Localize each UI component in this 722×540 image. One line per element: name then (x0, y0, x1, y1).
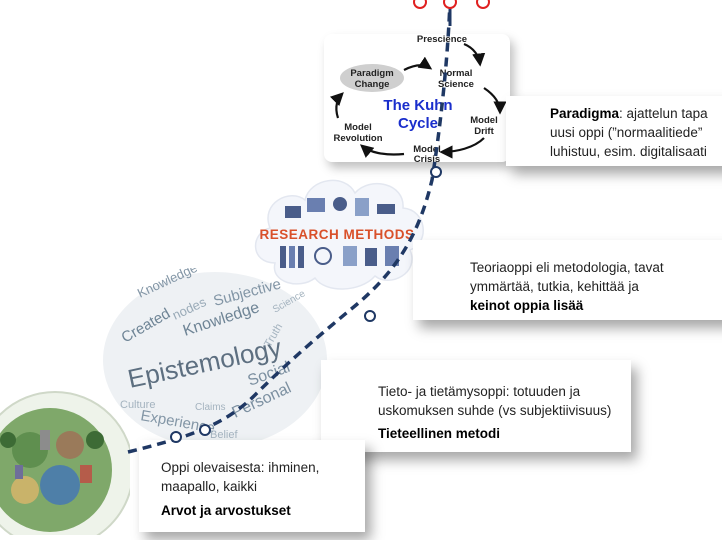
tieto-line2: uskomuksen suhde (vs subjektiivisuus) (378, 403, 612, 418)
card-oppi: Oppi olevaisesta: ihminen, maapallo, kai… (139, 440, 365, 532)
teoriaoppi-line3: keinot oppia lisää (470, 298, 584, 313)
teoriaoppi-line2: ymmärtää, tutkia, kehittää ja (470, 279, 639, 294)
research-methods-label: RESEARCH METHODS (259, 227, 414, 242)
paradigm-line3: luhistuu, esim. digitalisaati (550, 144, 707, 159)
tieto-line1: Tieto- ja tietämysoppi: totuuden ja (378, 384, 581, 399)
kuhn-title-1: The Kuhn (383, 97, 452, 114)
teoriaoppi-line1: Teoriaoppi eli metodologia, tavat (470, 260, 664, 275)
paradigm-line2: uusi oppi (”normaalitiede” (550, 125, 703, 140)
path-node (364, 310, 376, 322)
kuhn-paradigm-change-1: Paradigm (350, 68, 393, 79)
kuhn-model-drift-2: Drift (474, 126, 494, 137)
paradigm-line1: : ajattelun tapa (619, 106, 708, 121)
research-methods-cloud: RESEARCH METHODS (245, 168, 430, 296)
oppi-line2: maapallo, kaikki (161, 479, 258, 494)
kuhn-normal-science-2: Science (438, 79, 474, 90)
kuhn-cycle-diagram: Prescience Normal Science Model Drift Mo… (324, 34, 510, 165)
red-dot (476, 0, 490, 9)
red-dot (443, 0, 457, 9)
tieto-line3: Tieteellinen metodi (378, 426, 501, 441)
card-tieto: Tieto- ja tietämysoppi: totuuden ja usko… (321, 360, 631, 452)
card-paradigm: Paradigma: ajattelun tapa uusi oppi (”no… (506, 96, 722, 166)
earth-illustration (0, 370, 134, 540)
paradigm-bold-word: Paradigma (550, 106, 620, 121)
cloud-word: Culture (120, 399, 155, 411)
card-teoriaoppi: Teoriaoppi eli metodologia, tavat ymmärt… (413, 240, 722, 320)
red-dot (413, 0, 427, 9)
kuhn-model-crisis-2: Crisis (414, 154, 440, 162)
kuhn-model-drift-1: Model (470, 115, 497, 126)
kuhn-paradigm-change-2: Change (355, 79, 390, 90)
kuhn-title-2: Cycle (398, 115, 438, 132)
oppi-line3: Arvot ja arvostukset (161, 503, 291, 518)
kuhn-model-revolution-1: Model (344, 122, 371, 133)
kuhn-normal-science-1: Normal (440, 68, 473, 79)
path-node (430, 166, 442, 178)
cloud-word: Claims (195, 402, 226, 413)
kuhn-prescience: Prescience (417, 34, 467, 45)
kuhn-model-revolution-2: Revolution (333, 133, 382, 144)
oppi-line1: Oppi olevaisesta: ihminen, (161, 460, 320, 475)
